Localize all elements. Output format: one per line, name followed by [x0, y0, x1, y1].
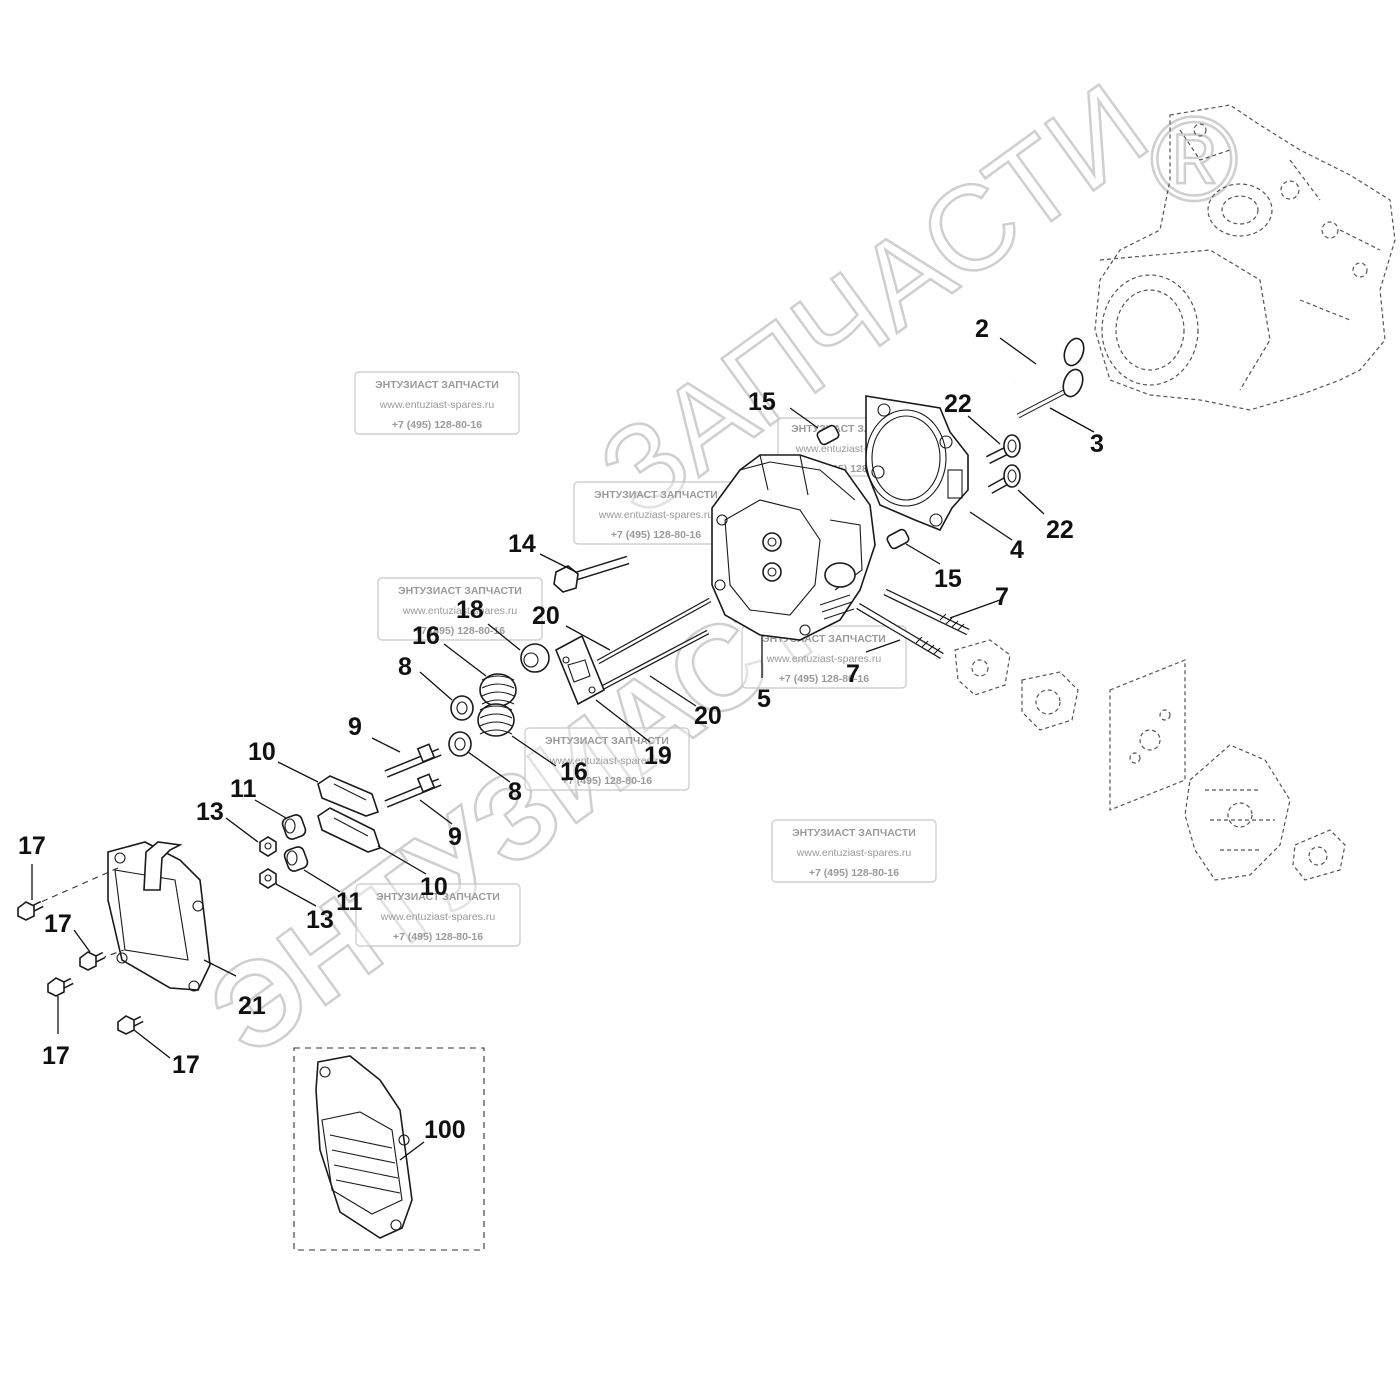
- stamp-title: ЭНТУЗИАСТ ЗАПЧАСТИ: [545, 735, 669, 747]
- stamp: ЭНТУЗИАСТ ЗАПЧАСТИ www.entuziast-spares.…: [741, 625, 907, 689]
- callout-19: 19: [644, 742, 672, 770]
- stamp: ЭНТУЗИАСТ ЗАПЧАСТИ www.entuziast-spares.…: [771, 819, 937, 883]
- spring-seat: [450, 695, 474, 721]
- stamp: ЭНТУЗИАСТ ЗАПЧАСТИ www.entuziast-spares.…: [354, 371, 520, 435]
- stamp-url: www.entuziast-spares.ru: [549, 755, 665, 767]
- stamp-title: ЭНТУЗИАСТ ЗАПЧАСТИ: [792, 827, 916, 839]
- valve-stem-seal: [985, 434, 1021, 465]
- cover-bolt: [17, 900, 44, 921]
- push-rod: [596, 629, 710, 693]
- callout-13: 13: [196, 798, 224, 826]
- push-rod: [596, 597, 712, 665]
- callout-20: 20: [532, 602, 560, 630]
- stud: [856, 602, 944, 660]
- callout-7: 7: [846, 660, 860, 688]
- callout-17: 17: [42, 1042, 70, 1070]
- rocker-arm: [317, 807, 382, 853]
- stamp: ЭНТУЗИАСТ ЗАПЧАСТИ www.entuziast-spares.…: [573, 481, 739, 545]
- rocker-pivot: [283, 846, 309, 872]
- stamp-title: ЭНТУЗИАСТ ЗАПЧАСТИ: [398, 585, 522, 597]
- callout-16: 16: [560, 758, 588, 786]
- rocker-stud: [384, 773, 442, 808]
- stamp-phone: +7 (495) 128-80-16: [562, 775, 652, 787]
- head-bolt: [553, 555, 630, 593]
- valve-exhaust: [1016, 368, 1084, 419]
- stamp: ЭНТУЗИАСТ ЗАПЧАСТИ www.entuziast-spares.…: [377, 577, 543, 641]
- engine-block-ghost: [1094, 104, 1396, 411]
- callout-10: 10: [420, 873, 448, 901]
- rocker-stud: [384, 743, 442, 778]
- spring-seat: [448, 731, 472, 757]
- callout-13: 13: [306, 906, 334, 934]
- callout-21: 21: [238, 992, 266, 1020]
- stamp-url: www.entuziast-spares.ru: [766, 653, 882, 665]
- rocker-nut: [259, 868, 277, 889]
- callout-100: 100: [424, 1116, 466, 1144]
- valve-spring: [477, 703, 515, 737]
- callout-3: 3: [1090, 430, 1104, 458]
- stamp: ЭНТУЗИАСТ ЗАПЧАСТИ www.entuziast-spares.…: [524, 727, 690, 791]
- callout-9: 9: [348, 713, 362, 741]
- callout-14: 14: [508, 530, 536, 558]
- callout-16: 16: [412, 622, 440, 650]
- spring-retainer-cap: [520, 643, 550, 673]
- callout-11: 11: [336, 888, 363, 916]
- stamp-url: www.entuziast-spares.ru: [380, 911, 496, 923]
- callout-17: 17: [44, 910, 72, 938]
- valve-intake: [1014, 337, 1085, 385]
- stamp-phone: +7 (495) 128-80-16: [415, 625, 505, 637]
- stamp-title: ЭНТУЗИАСТ ЗАПЧАСТИ: [594, 489, 718, 501]
- stamp-phone: +7 (495) 128-80-16: [393, 931, 483, 943]
- stud: [883, 588, 970, 636]
- watermark-registered: ®: [1150, 92, 1238, 226]
- callout-10: 10: [248, 738, 276, 766]
- stamp-url: www.entuziast-spares.ru: [598, 509, 714, 521]
- push-rod-guide-plate: [554, 634, 606, 706]
- callout-2: 2: [975, 315, 989, 343]
- callouts: 2 3 4 5 7 7 8 8 9 9 10 10 11 11 13 13 14…: [18, 315, 1104, 1144]
- callout-15: 15: [748, 388, 776, 416]
- cylinder-head: [711, 454, 876, 641]
- carburetor-ghost: [954, 639, 1346, 881]
- stamp-phone: +7 (495) 128-80-16: [392, 419, 482, 431]
- callout-17: 17: [172, 1051, 200, 1079]
- cover-bolt: [79, 951, 106, 971]
- dowel-pin: [816, 424, 840, 446]
- valve-cover-assembly-box: [293, 1047, 485, 1251]
- stamp-title: ЭНТУЗИАСТ ЗАПЧАСТИ: [375, 379, 499, 391]
- stamp-phone: +7 (495) 128-80-16: [809, 867, 899, 879]
- callout-20: 20: [694, 702, 722, 730]
- callout-8: 8: [508, 778, 522, 806]
- stamp-phone: +7 (495) 128-80-16: [779, 673, 869, 685]
- callout-15: 15: [934, 565, 962, 593]
- cover-bolt: [47, 977, 74, 997]
- stamp-title: ЭНТУЗИАСТ ЗАПЧАСТИ: [376, 891, 500, 903]
- rocker-pivot: [281, 814, 307, 840]
- stamp-url: www.entuziast-spares.ru: [379, 399, 495, 411]
- stamp: ЭНТУЗИАСТ ЗАПЧАСТИ www.entuziast-spares.…: [355, 883, 521, 947]
- valve-stem-seal: [987, 464, 1021, 494]
- callout-22: 22: [944, 390, 972, 418]
- valve-cover: [31, 841, 211, 992]
- callout-11: 11: [230, 775, 257, 803]
- callout-4: 4: [1010, 536, 1024, 564]
- rocker-nut: [259, 836, 277, 857]
- dowel-pin: [886, 528, 910, 550]
- leader-lines: [31, 337, 1095, 1161]
- callout-18: 18: [456, 596, 484, 624]
- cover-bolt: [117, 1015, 144, 1035]
- callout-7: 7: [995, 583, 1009, 611]
- stamp-phone: +7 (495) 128-80-16: [611, 529, 701, 541]
- callout-5: 5: [757, 685, 771, 713]
- valve-spring: [479, 673, 517, 707]
- callout-22: 22: [1046, 516, 1074, 544]
- callout-9: 9: [448, 823, 462, 851]
- head-gasket: [865, 395, 969, 532]
- callout-8: 8: [398, 653, 412, 681]
- callout-17: 17: [18, 832, 46, 860]
- stamp-url: www.entuziast-spares.ru: [402, 605, 518, 617]
- stamp-url: www.entuziast-spares.ru: [796, 847, 912, 859]
- rocker-arm: [317, 775, 380, 817]
